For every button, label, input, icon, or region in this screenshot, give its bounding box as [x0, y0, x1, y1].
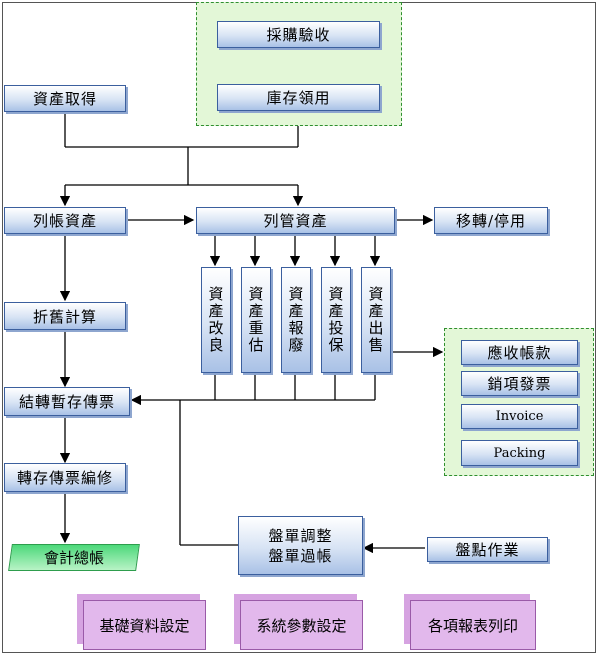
invoice-label: Invoice — [495, 409, 544, 424]
managed-assets-label: 列管資產 — [263, 212, 328, 230]
system-params-box[interactable]: 系統參數設定 — [240, 600, 363, 650]
report-print-label: 各項報表列印 — [427, 616, 518, 635]
asset-scrap-label: 資產報廢 — [286, 286, 305, 354]
receivables-box[interactable]: 應收帳款 — [461, 340, 578, 365]
asset-improvement-label: 資產改良 — [206, 286, 225, 354]
asset-insurance-label: 資產投保 — [326, 286, 345, 354]
inventory-count-label: 盤點作業 — [455, 541, 520, 559]
voucher-edit-box[interactable]: 轉存傳票編修 — [4, 463, 126, 492]
asset-insurance-box[interactable]: 資產投保 — [321, 267, 351, 373]
sales-invoice-box[interactable]: 銷項發票 — [461, 371, 578, 396]
system-params-label: 系統參數設定 — [256, 616, 347, 635]
transfer-disable-box[interactable]: 移轉/停用 — [434, 207, 548, 234]
sales-invoice-label: 銷項發票 — [487, 375, 552, 393]
inventory-issue-label: 庫存領用 — [266, 89, 331, 107]
temp-voucher-box[interactable]: 結轉暫存傳票 — [4, 387, 130, 416]
basic-data-box[interactable]: 基礎資料設定 — [83, 600, 206, 650]
inventory-issue-box[interactable]: 庫存領用 — [217, 84, 380, 111]
receivables-label: 應收帳款 — [487, 344, 552, 362]
voucher-edit-label: 轉存傳票編修 — [16, 469, 113, 487]
basic-data-label: 基礎資料設定 — [99, 616, 190, 635]
count-post-label: 盤單過帳 — [268, 546, 333, 565]
purchase-acceptance-label: 採購驗收 — [266, 26, 331, 44]
transfer-disable-label: 移轉/停用 — [455, 212, 527, 230]
asset-sale-label: 資產出售 — [366, 286, 385, 354]
asset-sale-box[interactable]: 資產出售 — [361, 267, 391, 373]
managed-assets-box[interactable]: 列管資產 — [196, 207, 395, 234]
temp-voucher-label: 結轉暫存傳票 — [18, 393, 115, 411]
report-print-box[interactable]: 各項報表列印 — [410, 600, 536, 650]
asset-revaluation-box[interactable]: 資產重估 — [241, 267, 271, 373]
general-ledger-label: 會計總帳 — [43, 549, 104, 567]
depreciation-label: 折舊計算 — [32, 307, 97, 326]
asset-acquisition-box[interactable]: 資產取得 — [4, 85, 126, 112]
inventory-count-box[interactable]: 盤點作業 — [427, 537, 548, 562]
packing-label: Packing — [493, 445, 546, 461]
count-adjust-box[interactable]: 盤單調整 盤單過帳 — [238, 516, 363, 575]
capitalized-assets-box[interactable]: 列帳資產 — [4, 207, 126, 234]
general-ledger-box[interactable]: 會計總帳 — [8, 544, 140, 571]
packing-box[interactable]: Packing — [461, 440, 578, 466]
count-adjust-label: 盤單調整 — [268, 526, 333, 545]
depreciation-box[interactable]: 折舊計算 — [4, 302, 126, 330]
asset-acquisition-label: 資產取得 — [32, 90, 97, 108]
asset-improvement-box[interactable]: 資產改良 — [201, 267, 231, 373]
purchase-acceptance-box[interactable]: 採購驗收 — [217, 21, 380, 48]
capitalized-assets-label: 列帳資產 — [32, 212, 97, 230]
invoice-box[interactable]: Invoice — [461, 404, 578, 429]
asset-scrap-box[interactable]: 資產報廢 — [281, 267, 311, 373]
asset-revaluation-label: 資產重估 — [246, 286, 265, 354]
